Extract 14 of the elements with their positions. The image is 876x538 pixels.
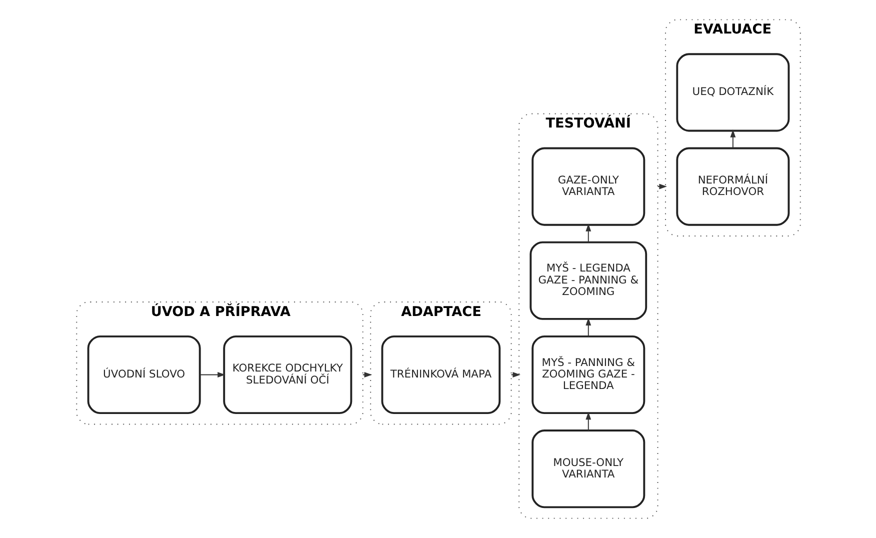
arrow [585, 412, 591, 431]
node-box: MOUSE-ONLY VARIANTA [531, 430, 645, 508]
node-box: NEFORMÁLNÍ ROZHOVOR [676, 147, 790, 226]
node-box: KOREKCE ODCHYLKY SLEDOVÁNÍ OČÍ [222, 335, 352, 414]
node-box: TRÉNINKOVÁ MAPA [380, 335, 500, 414]
node-box: ÚVODNÍ SLOVO [86, 335, 200, 414]
arrow [730, 130, 736, 148]
node-box: GAZE-ONLY VARIANTA [531, 147, 645, 226]
arrow [585, 224, 591, 243]
node-box: MYŠ - PANNING & ZOOMING GAZE - LEGENDA [531, 335, 645, 414]
node-box: MYŠ - LEGENDA GAZE - PANNING & ZOOMING [529, 241, 647, 320]
node-box: UEQ DOTAZNÍK [676, 53, 790, 132]
arrow [585, 318, 591, 337]
arrow [199, 372, 225, 378]
